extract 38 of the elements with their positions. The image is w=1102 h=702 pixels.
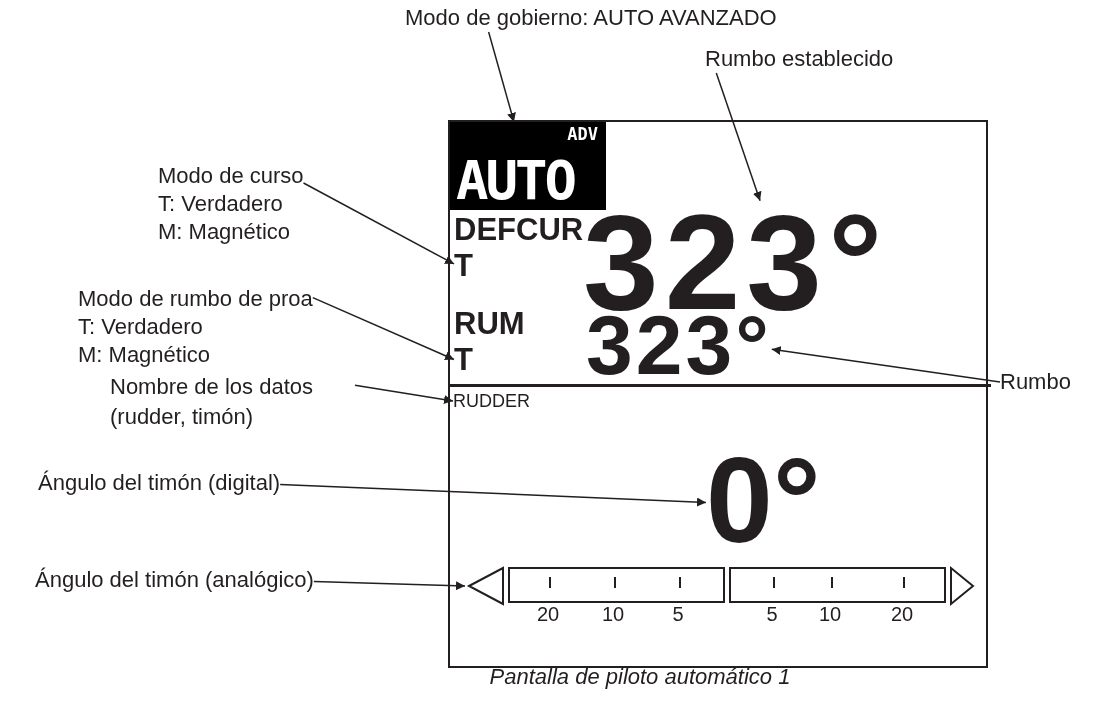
display-text: RUM — [454, 308, 525, 339]
callout-text: Ángulo del timón (digital) — [38, 469, 281, 497]
arrow — [487, 31, 516, 123]
caption: Pantalla de piloto automático 1 — [488, 664, 792, 690]
arrow — [302, 182, 455, 265]
callout-text: M: Magnético — [158, 218, 292, 246]
display-text: RUDDER — [453, 392, 530, 410]
callout-text: Modo de gobierno: AUTO AVANZADO — [405, 4, 777, 32]
callout-text: Nombre de los datos (rudder, timón) — [110, 372, 355, 432]
callout-text: Ángulo del timón (analógico) — [35, 566, 314, 594]
display-screen — [448, 120, 988, 668]
display-text: DEFCUR — [454, 214, 584, 245]
display-text: T — [454, 344, 473, 375]
arrow — [715, 72, 762, 202]
mode-badge — [450, 122, 606, 210]
scale-number: 20 — [890, 604, 914, 624]
display-text: T — [454, 250, 473, 281]
callout-text: T: Verdadero — [78, 313, 204, 341]
mode-sub-label: ADV — [567, 126, 598, 143]
arrow — [279, 483, 707, 507]
display-value: 0° — [706, 440, 821, 560]
scale-number: 5 — [672, 604, 684, 624]
mode-label: AUTO — [456, 154, 575, 208]
callout-text: T: Verdadero — [158, 190, 284, 218]
scale-number: 5 — [766, 604, 778, 624]
callout-text: M: Magnético — [78, 341, 212, 369]
callout-text: Modo de curso — [158, 162, 304, 190]
arrow — [313, 580, 466, 591]
rudder-angle-bar-drawing — [465, 565, 977, 607]
scale-number: 20 — [536, 604, 560, 624]
scale-number: 10 — [601, 604, 625, 624]
callout-text: Rumbo — [1000, 368, 1071, 396]
callout-text: Rumbo establecido — [705, 45, 894, 73]
arrow — [771, 346, 1001, 383]
scale-number: 10 — [818, 604, 842, 624]
arrow — [354, 384, 454, 404]
callout-text: Modo de rumbo de proa — [78, 285, 313, 313]
arrow — [312, 296, 455, 361]
